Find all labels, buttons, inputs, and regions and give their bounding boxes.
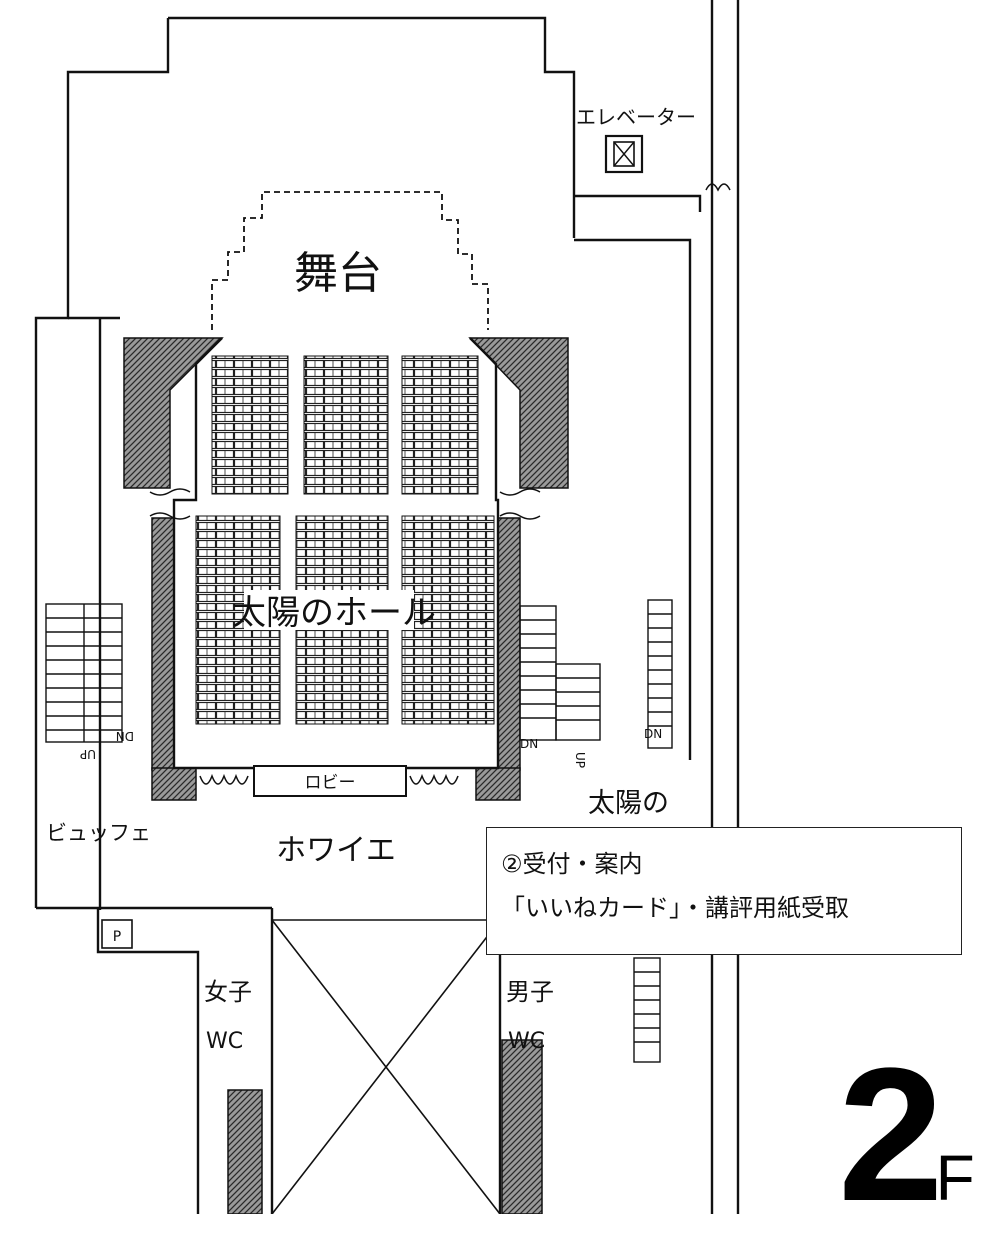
stage-label: 舞台	[294, 248, 382, 299]
lobby-sign-label: ロビー	[305, 773, 356, 793]
floor-indicator: 2F	[838, 1040, 975, 1230]
floor-plan-map: ロビー	[34, 0, 740, 1214]
atrium-void	[271, 919, 501, 1214]
stairs	[45, 599, 673, 1063]
info-callout-box: ②受付・案内 「いいねカード」・講評用紙受取	[486, 827, 962, 955]
up-label-left: UP	[80, 747, 96, 761]
floor-number: 2	[838, 1029, 944, 1241]
door-icons	[149, 183, 731, 785]
svg-text:P: P	[113, 929, 121, 945]
lobby-desk: ロビー	[253, 765, 407, 797]
womens-wc-label: 女子	[204, 978, 252, 1006]
stair-direction-labels: UP DN DN UP DN	[80, 727, 662, 768]
dn-label-left: DN	[116, 729, 134, 743]
foyer-label: ホワイエ	[276, 833, 396, 868]
dn-label-right: DN	[520, 737, 538, 751]
buffet-label: ビュッフェ	[46, 821, 151, 845]
hatched-walls	[123, 337, 569, 1214]
up-label-right: UP	[573, 752, 587, 768]
elevator-icon	[604, 134, 644, 174]
info-line-cards: 「いいねカード」・講評用紙受取	[501, 894, 849, 922]
mens-wc-sub-label: WC	[508, 1029, 545, 1054]
elevator-label: エレベーター	[576, 105, 696, 129]
taiyo-no-label: 太陽の	[588, 788, 669, 819]
seating	[195, 355, 495, 725]
hall-label: 太陽のホール	[232, 593, 436, 633]
info-line-reception: ②受付・案内	[501, 850, 643, 878]
floor-suffix: F	[935, 1142, 975, 1214]
womens-wc-sub-label: WC	[206, 1029, 243, 1054]
dn-label-far-right: DN	[644, 727, 662, 741]
stage-outline	[211, 191, 489, 330]
building-outline	[34, 0, 740, 1214]
mens-wc-label: 男子	[506, 978, 554, 1006]
small-room: P	[101, 919, 133, 949]
